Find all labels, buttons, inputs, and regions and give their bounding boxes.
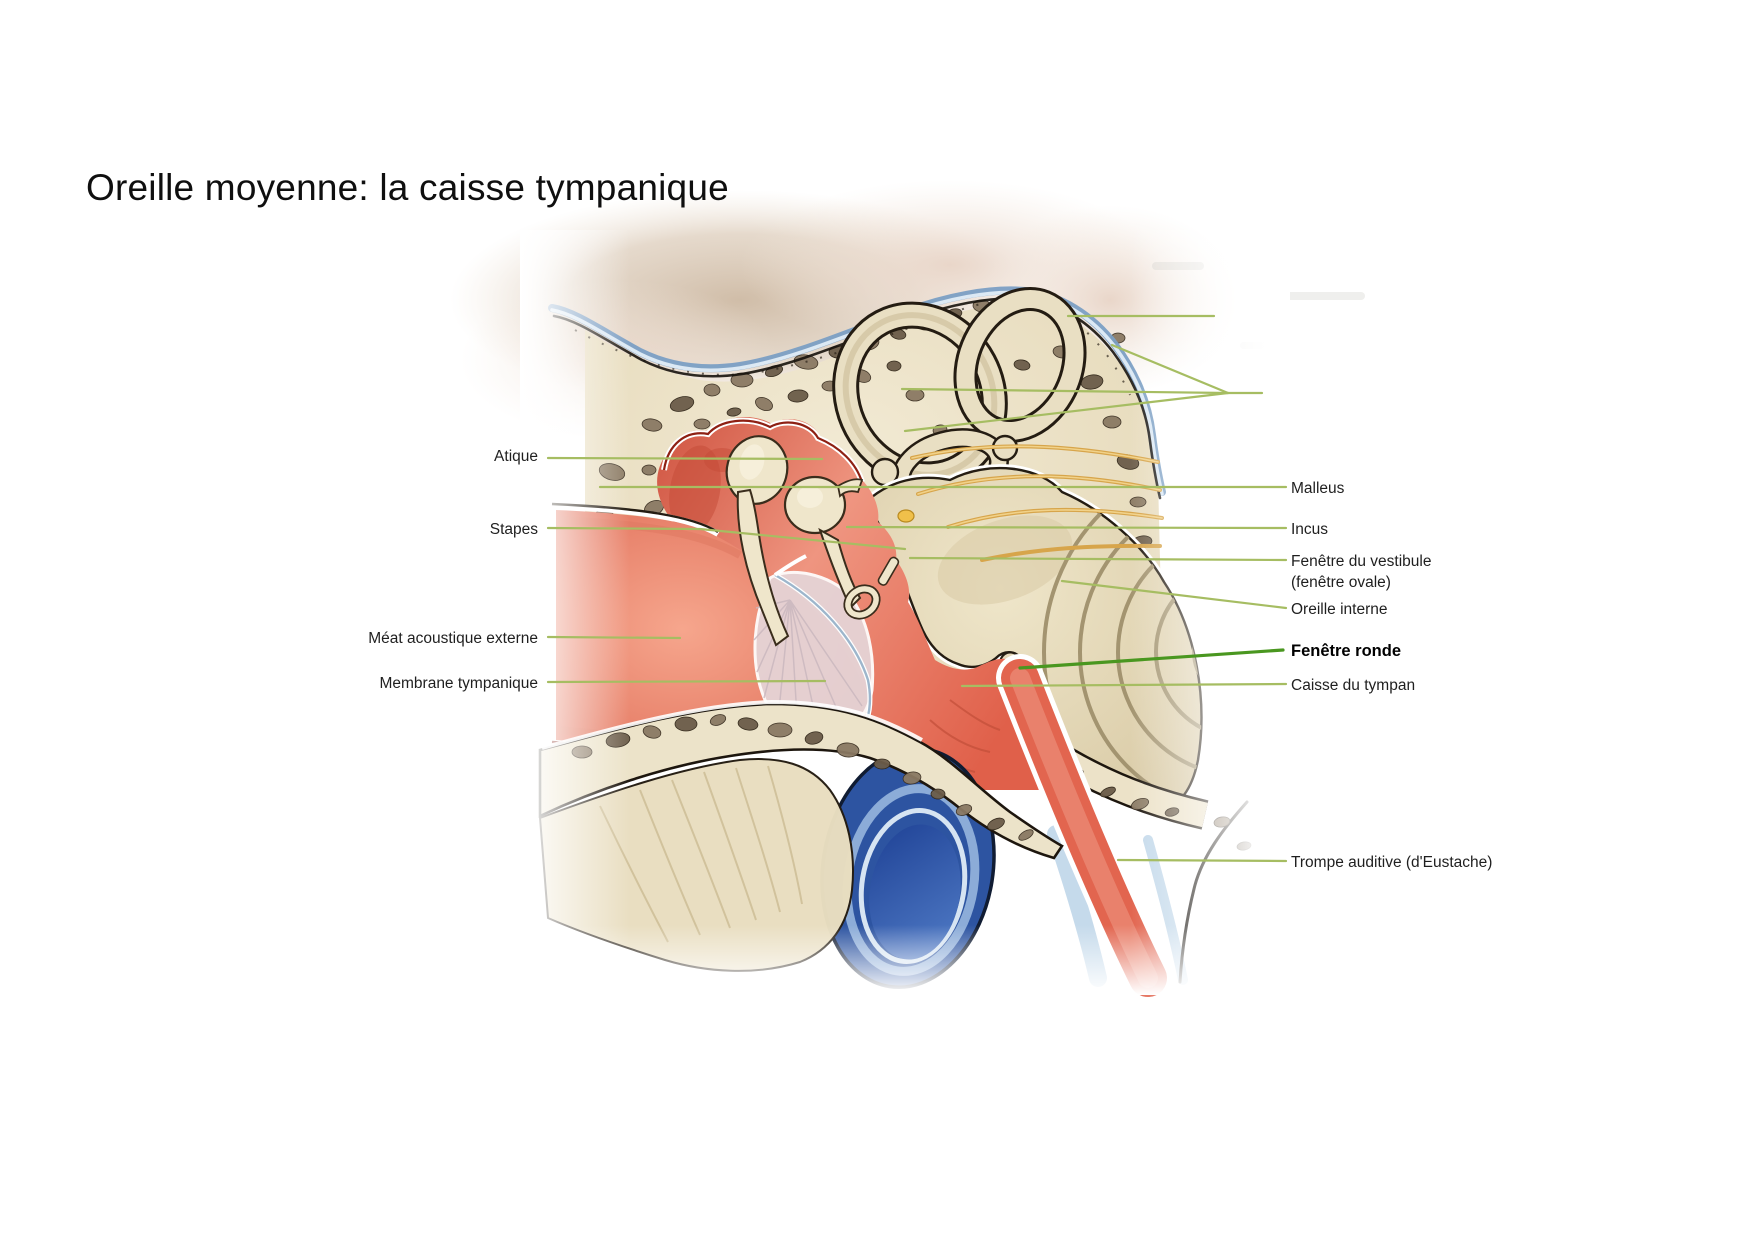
label-atique: Atique: [494, 448, 538, 465]
page-title: Oreille moyenne: la caisse tympanique: [86, 167, 729, 208]
leader-fenetre-vestibule: [908, 556, 1288, 562]
label-membrane-tympanique: Membrane tympanique: [379, 675, 538, 692]
tympanic-cavity: [657, 417, 1062, 790]
unlabeled-leader-lines: [900, 314, 1264, 433]
label-incus: Incus: [1291, 521, 1329, 538]
incus-bone: [783, 475, 864, 608]
leader-incus: [845, 525, 1288, 530]
right-fade: [1130, 230, 1290, 1000]
leader-membrane: [546, 679, 827, 684]
label-meat-acoustique-externe: Méat acoustique externe: [368, 630, 538, 647]
leader-stapes: [546, 526, 907, 551]
label-malleus: Malleus: [1291, 480, 1345, 497]
inner-ear-mass: [860, 464, 1206, 817]
label-fenetre-du-vestibule: Fenêtre du vestibule (fenêtre ovale): [1291, 553, 1432, 591]
label-fenetre-ronde: Fenêtre ronde: [1291, 642, 1402, 660]
leader-meat-acoustique: [546, 635, 682, 640]
label-stapes: Stapes: [489, 521, 538, 538]
label-oreille-interne: Oreille interne: [1291, 601, 1388, 618]
stapes-bone: [843, 556, 900, 620]
leader-atique: [546, 456, 824, 461]
leader-lines: [546, 314, 1288, 863]
leader-oreille-interne: [1060, 579, 1288, 610]
semicircular-canals: [832, 287, 1087, 512]
label-trompe-auditive: Trompe auditive (d'Eustache): [1291, 854, 1493, 871]
label-caisse-du-tympan: Caisse du tympan: [1291, 677, 1416, 694]
left-fade: [520, 230, 630, 990]
leader-trompe-auditive: [1116, 858, 1288, 863]
tympanic-membrane: [753, 554, 875, 742]
leader-fenetre-ronde: [1018, 648, 1285, 670]
bottom-fade: [520, 925, 1300, 995]
leader-caisse-tympan: [960, 682, 1288, 688]
tendon-dot: [897, 509, 915, 523]
